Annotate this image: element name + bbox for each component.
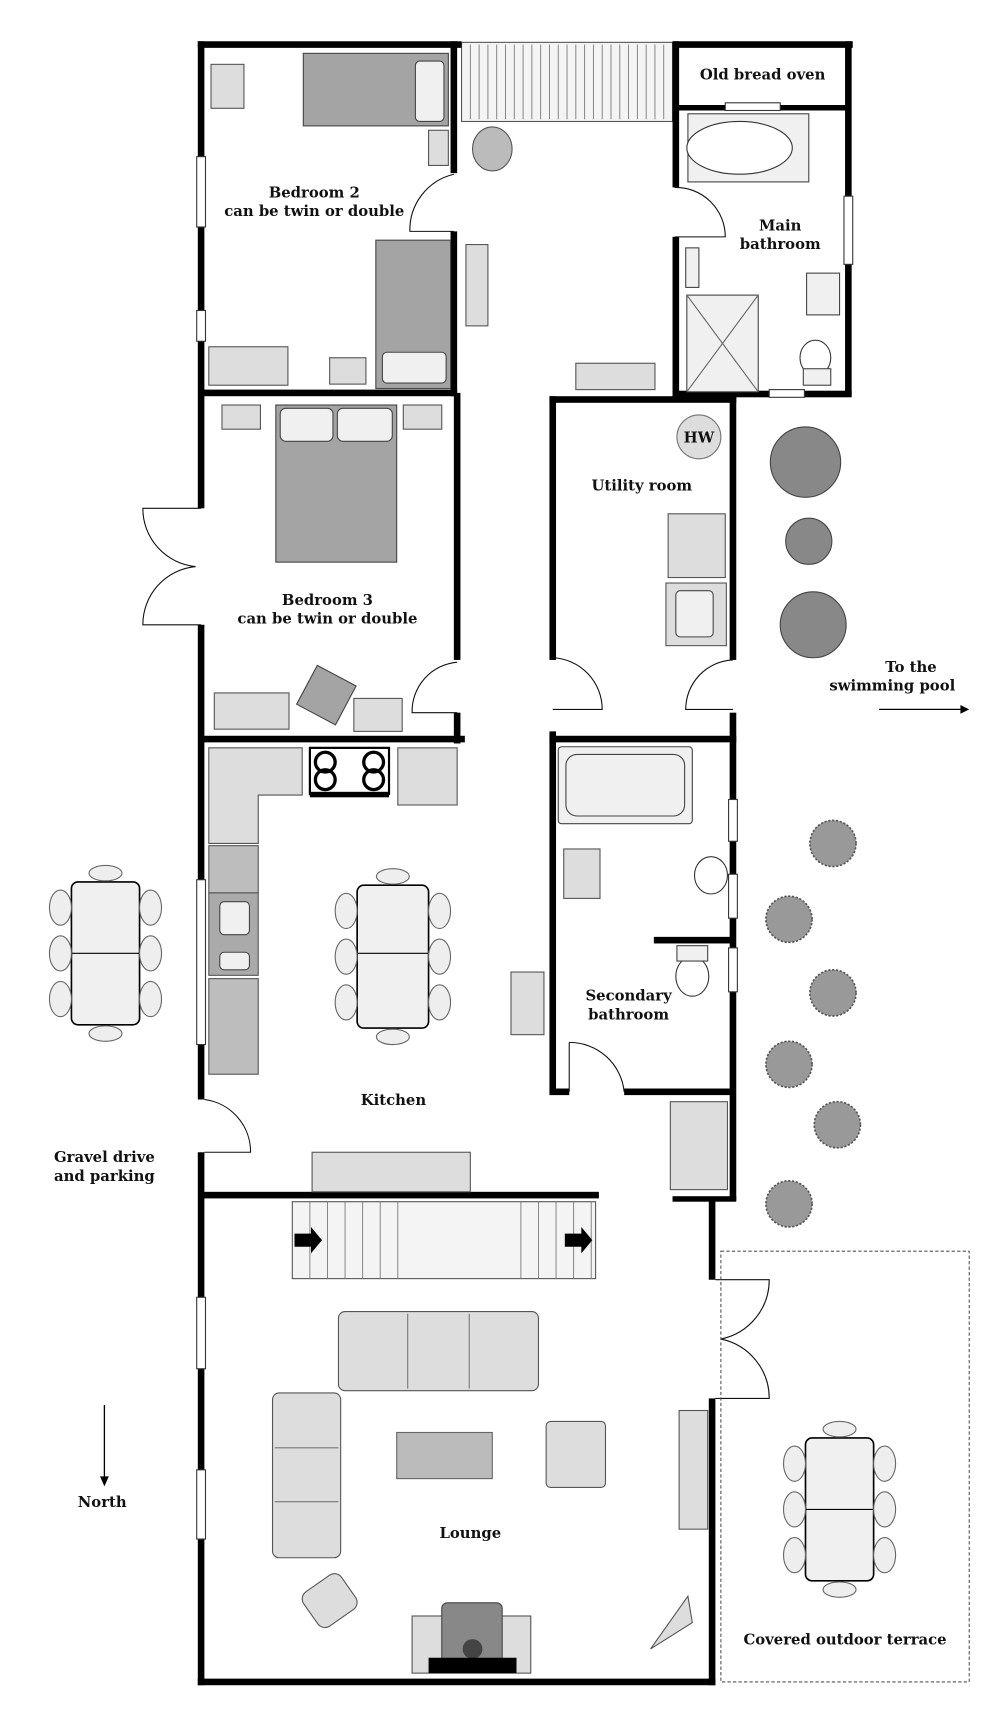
label-north: North [78, 1494, 127, 1511]
chair [782, 1491, 807, 1528]
pool-arrow-icon [879, 705, 970, 714]
label-kitchen: Kitchen [361, 1092, 427, 1109]
tree-icon [809, 969, 857, 1017]
utility-appliances [665, 414, 727, 647]
garden-plants [765, 426, 862, 1228]
chair [48, 935, 72, 972]
label-old-bread-oven: Old bread oven [700, 67, 826, 84]
kitchen-furniture [208, 746, 729, 1193]
tree-icon [813, 1100, 862, 1149]
north-arrow-icon [100, 1405, 109, 1487]
chair [782, 1445, 807, 1482]
chair [88, 1025, 123, 1042]
chair [873, 1445, 897, 1482]
chair [375, 1028, 410, 1046]
stair-arrow-icon [294, 1226, 322, 1254]
doors [142, 173, 770, 1399]
label-lounge: Lounge [439, 1525, 501, 1542]
secondary-bathroom-fixtures [557, 746, 729, 997]
chair [822, 1581, 857, 1598]
staircase-lounge [291, 1201, 597, 1280]
chair [428, 892, 452, 930]
dining-chairs [48, 864, 897, 1598]
chair [334, 938, 358, 975]
chair [375, 868, 410, 885]
tree-icon [809, 819, 857, 868]
chair [139, 935, 163, 972]
tree-icon [765, 895, 813, 944]
dining-table-parking [70, 881, 141, 1026]
chair [48, 980, 72, 1018]
chair [873, 1536, 897, 1574]
label-hot-water: HW [684, 429, 715, 446]
walls [197, 41, 853, 1686]
dining-table-kitchen [356, 884, 430, 1029]
plant-icon [779, 591, 847, 659]
hot-water-tank [676, 414, 722, 460]
chair [139, 889, 163, 926]
label-covered-terrace: Covered outdoor terrace [743, 1632, 946, 1649]
main-bathroom-fixtures [575, 113, 841, 393]
chair [139, 980, 163, 1018]
chair [334, 984, 358, 1021]
chair [428, 984, 452, 1021]
chair [48, 889, 72, 926]
plant-icon [769, 426, 842, 498]
tree-icon [765, 1179, 813, 1228]
chair [822, 1420, 857, 1438]
chair [88, 864, 123, 882]
bedroom3-furniture [213, 404, 443, 732]
bedroom2-furniture [208, 52, 513, 390]
plant-icon [785, 517, 833, 565]
covered-terrace-area [720, 1250, 970, 1683]
dining-table-terrace [804, 1437, 875, 1582]
chair [873, 1491, 897, 1528]
label-utility-room: Utility room [591, 478, 692, 495]
chair [334, 892, 358, 930]
chair [428, 938, 452, 975]
staircase-upper [460, 41, 674, 123]
tree-icon [765, 1040, 813, 1089]
stair-arrow-icon [564, 1226, 593, 1254]
windows [196, 102, 854, 1540]
chair [782, 1536, 807, 1574]
lounge-furniture [271, 1311, 709, 1674]
